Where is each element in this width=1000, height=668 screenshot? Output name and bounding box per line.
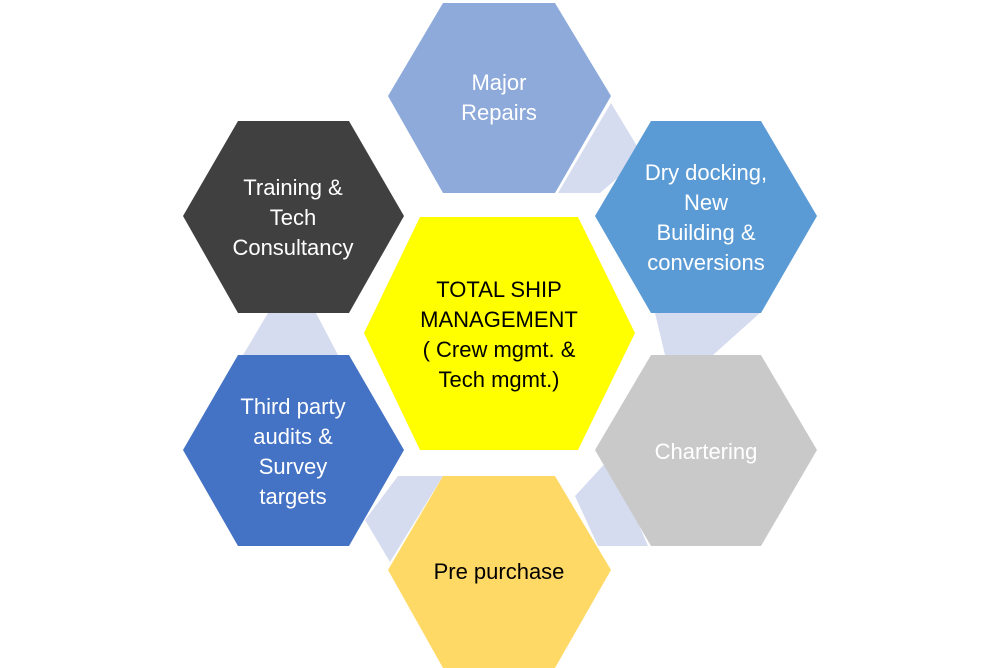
hex-shape xyxy=(595,355,817,546)
hex-label-line: conversions xyxy=(647,250,764,275)
hex-label-line: Training & xyxy=(243,175,343,200)
hex-label-line: Dry docking, xyxy=(645,160,767,185)
hex-label-line: MANAGEMENT xyxy=(420,307,578,332)
hex-shape xyxy=(388,476,611,668)
connector-prepurchase-audits xyxy=(365,476,443,562)
connector-audits-training xyxy=(243,313,338,355)
hex-label-line: ( Crew mgmt. & xyxy=(423,337,576,362)
connectors xyxy=(243,103,760,562)
hex-label-line: Pre purchase xyxy=(434,559,565,584)
hex-label: TOTAL SHIP MANAGEMENT ( Crew mgmt. & Tech m… xyxy=(420,277,578,392)
hex-label: Third party audits & Survey targets xyxy=(240,394,345,509)
connector-repairs-drydock xyxy=(558,103,643,193)
hex-label-line: Third party xyxy=(240,394,345,419)
hex-shape xyxy=(183,121,404,313)
hex-chartering: Chartering xyxy=(595,355,817,546)
hex-pre-purchase: Pre purchase xyxy=(388,476,611,668)
hex-center-total-ship-management: TOTAL SHIP MANAGEMENT ( Crew mgmt. & Tech m… xyxy=(364,217,635,450)
hex-label-line: Tech xyxy=(270,205,316,230)
hex-label-line: audits & xyxy=(253,424,333,449)
hex-label-line: Survey xyxy=(259,454,327,479)
hex-label-line: Consultancy xyxy=(232,235,353,260)
connector-chartering-prepurchase xyxy=(575,458,648,546)
hex-label-line: TOTAL SHIP xyxy=(436,277,562,302)
hex-shape xyxy=(595,121,817,313)
connector-drydock-chartering xyxy=(655,313,760,355)
hex-label-line: Major xyxy=(471,70,526,95)
hex-label-line: Tech mgmt.) xyxy=(438,367,559,392)
hex-label-line: targets xyxy=(259,484,326,509)
hex-label: Chartering xyxy=(655,439,758,464)
hex-label-line: Building & xyxy=(656,220,755,245)
hex-label-line: Chartering xyxy=(655,439,758,464)
hex-label-line: New xyxy=(684,190,728,215)
hex-label-line: Repairs xyxy=(461,100,537,125)
hex-shape xyxy=(183,355,404,546)
hex-label: Pre purchase xyxy=(434,559,565,584)
hex-shape xyxy=(364,217,635,450)
hex-third-party-audits: Third party audits & Survey targets xyxy=(183,355,404,546)
hex-shape xyxy=(388,3,611,193)
